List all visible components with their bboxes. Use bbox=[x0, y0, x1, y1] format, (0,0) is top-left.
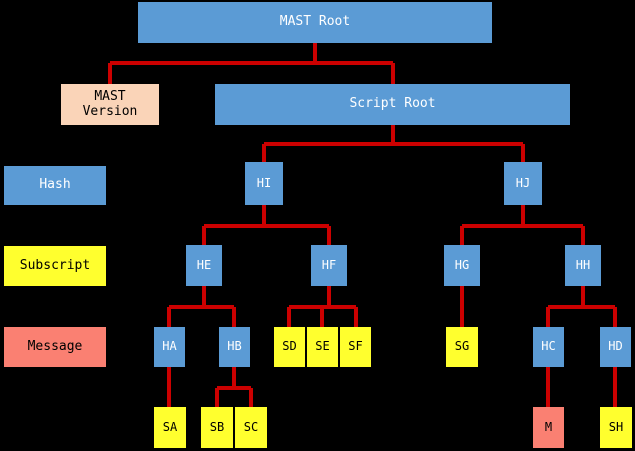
edge-scriptroot-children bbox=[262, 125, 525, 162]
node-label-sb: SB bbox=[209, 419, 225, 434]
node-mast-root[interactable]: MAST Root bbox=[138, 2, 492, 43]
node-sd[interactable]: SD bbox=[274, 327, 305, 367]
node-label-he: HE bbox=[196, 257, 212, 272]
node-sg[interactable]: SG bbox=[446, 327, 478, 367]
node-label-mast-version: MAST Version bbox=[82, 88, 138, 119]
node-label-sc: SC bbox=[243, 419, 259, 434]
node-hh[interactable]: HH bbox=[565, 245, 601, 286]
node-label-sg: SG bbox=[454, 339, 470, 354]
node-label-hi: HI bbox=[256, 175, 272, 190]
node-hg[interactable]: HG bbox=[444, 245, 480, 286]
node-label-hf: HF bbox=[321, 257, 337, 272]
node-label-mast-root: MAST Root bbox=[279, 14, 351, 30]
node-label-hj: HJ bbox=[515, 175, 531, 190]
edge-hb-children bbox=[215, 367, 253, 407]
node-hb[interactable]: HB bbox=[219, 327, 250, 367]
node-label-m: M bbox=[544, 419, 553, 434]
node-label-hg: HG bbox=[454, 257, 470, 272]
node-script-root[interactable]: Script Root bbox=[215, 84, 570, 125]
legend-item-message: Message bbox=[4, 327, 106, 367]
legend-label-subscript: Subscript bbox=[19, 257, 91, 273]
node-sf[interactable]: SF bbox=[340, 327, 371, 367]
node-he[interactable]: HE bbox=[186, 245, 222, 286]
legend-item-hash: Hash bbox=[4, 166, 106, 205]
node-label-hh: HH bbox=[575, 257, 591, 272]
edge-hi-children bbox=[202, 205, 331, 245]
node-label-se: SE bbox=[315, 339, 330, 354]
node-hf[interactable]: HF bbox=[311, 245, 347, 286]
node-hj[interactable]: HJ bbox=[504, 162, 542, 205]
edge-hh-children bbox=[546, 286, 617, 327]
legend-item-subscript: Subscript bbox=[4, 246, 106, 286]
node-se[interactable]: SE bbox=[307, 327, 338, 367]
node-hc[interactable]: HC bbox=[533, 327, 564, 367]
node-label-script-root: Script Root bbox=[349, 96, 436, 112]
legend-label-hash: Hash bbox=[39, 177, 71, 193]
node-label-hb: HB bbox=[227, 339, 242, 354]
edge-hj-children bbox=[460, 205, 585, 245]
node-sc[interactable]: SC bbox=[235, 407, 267, 448]
legend-label-message: Message bbox=[27, 338, 83, 354]
node-label-sa: SA bbox=[162, 419, 178, 434]
node-label-sf: SF bbox=[348, 339, 363, 354]
node-label-hd: HD bbox=[608, 339, 623, 354]
node-label-sd: SD bbox=[282, 339, 297, 354]
node-label-ha: HA bbox=[162, 339, 177, 354]
node-m[interactable]: M bbox=[533, 407, 564, 448]
node-ha[interactable]: HA bbox=[154, 327, 185, 367]
node-sb[interactable]: SB bbox=[201, 407, 233, 448]
node-hi[interactable]: HI bbox=[245, 162, 283, 205]
node-mast-version[interactable]: MAST Version bbox=[61, 84, 159, 125]
node-sh[interactable]: SH bbox=[600, 407, 632, 448]
edge-he-children bbox=[167, 286, 236, 327]
node-label-hc: HC bbox=[541, 339, 556, 354]
node-label-sh: SH bbox=[608, 419, 624, 434]
node-hd[interactable]: HD bbox=[600, 327, 631, 367]
edge-hf-children bbox=[287, 286, 358, 327]
node-sa[interactable]: SA bbox=[154, 407, 186, 448]
edge-mastroot-children bbox=[108, 43, 395, 84]
